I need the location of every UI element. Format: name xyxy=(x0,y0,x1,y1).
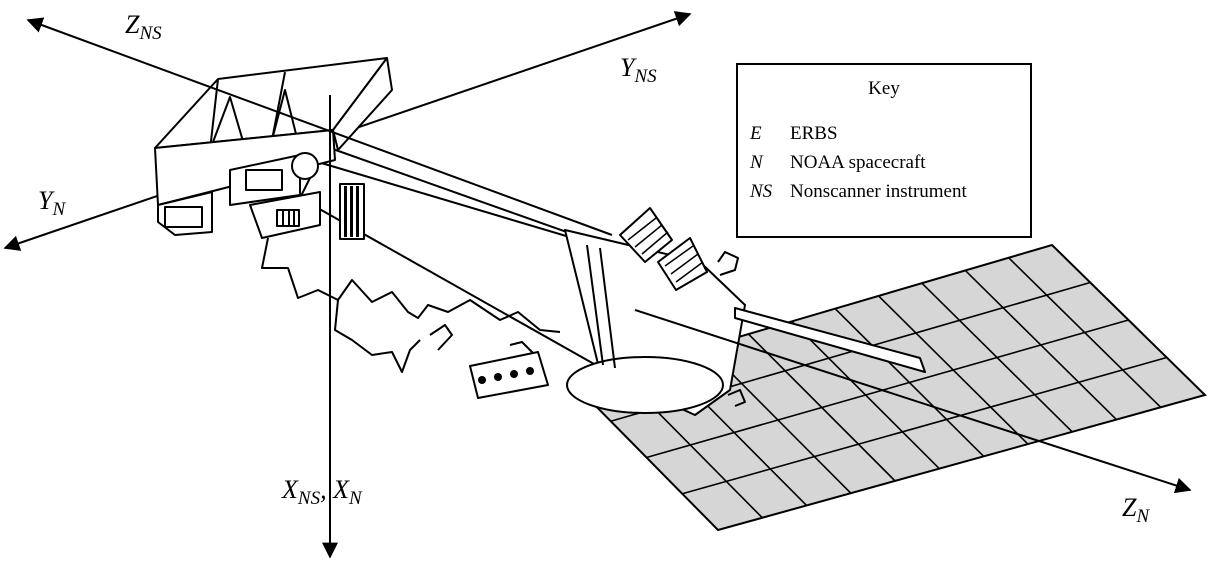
key-abbr: NS xyxy=(750,181,773,202)
rear-ring xyxy=(586,244,604,366)
axis-label-y-n: YN xyxy=(38,186,66,221)
boom-tip xyxy=(727,389,746,407)
underside-outline xyxy=(261,237,561,333)
solar-array xyxy=(573,243,1207,532)
key-desc: ERBS xyxy=(790,123,838,144)
axis-label-y-ns: YNS xyxy=(620,53,657,88)
key-box: Key E ERBS N NOAA spacecraft NS Nonscanner … xyxy=(736,63,1032,238)
solar-array-grid xyxy=(610,257,1167,519)
module-window xyxy=(164,206,203,228)
antenna-panel xyxy=(657,237,708,291)
axis-label-z-n: ZN xyxy=(1122,493,1150,528)
underside-bracket xyxy=(334,299,421,373)
antenna-panel xyxy=(619,207,673,263)
magnetometer-boom xyxy=(734,307,926,373)
solar-grid-line xyxy=(682,356,1167,495)
antenna-hatching xyxy=(627,217,669,255)
key-entry: E ERBS xyxy=(750,123,838,145)
box-hinge xyxy=(209,96,246,151)
sensor-dots xyxy=(478,367,534,384)
module-window xyxy=(245,169,283,191)
antenna-hatching xyxy=(664,245,704,283)
key-desc: Nonscanner instrument xyxy=(790,181,967,202)
rear-ring xyxy=(599,247,616,369)
axis-z-n xyxy=(634,309,1192,494)
key-entry: NS Nonscanner instrument xyxy=(750,181,967,203)
key-desc: NOAA spacecraft xyxy=(790,152,926,173)
axis-z-ns-y-ns xyxy=(26,17,613,236)
key-entry: N NOAA spacecraft xyxy=(750,152,926,174)
boom-tip xyxy=(717,251,739,276)
key-abbr: N xyxy=(750,152,763,173)
equipment-box-side xyxy=(332,57,393,151)
key-title: Key xyxy=(868,78,900,99)
sensor-sphere xyxy=(291,152,319,180)
underside-bracket xyxy=(429,324,453,351)
axis-label-x-ns-x-n: XNS, XN xyxy=(282,475,362,510)
solar-grid-line xyxy=(646,319,1129,459)
rear-bulkhead xyxy=(566,356,724,414)
sensor-box xyxy=(469,351,549,399)
radiator-stripes xyxy=(344,186,359,237)
box-rib xyxy=(209,78,219,151)
key-abbr: E xyxy=(750,123,762,144)
box-hinge xyxy=(271,89,298,141)
axis-label-z-ns: ZNS xyxy=(125,10,162,45)
